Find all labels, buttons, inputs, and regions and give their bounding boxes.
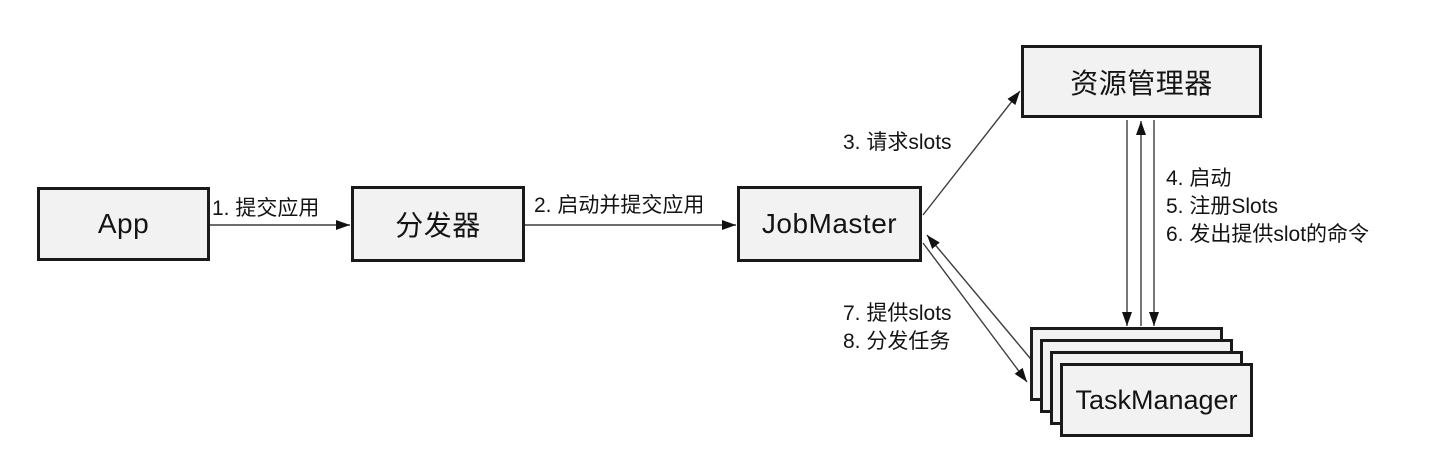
node-app: App xyxy=(37,187,210,261)
node-resource-manager: 资源管理器 xyxy=(1021,45,1262,118)
node-dispatcher: 分发器 xyxy=(351,186,525,262)
edge-label-register-slots: 5. 注册Slots xyxy=(1166,195,1279,218)
node-app-label: App xyxy=(97,208,150,239)
edge-label-start: 4. 启动 xyxy=(1166,167,1232,190)
arrow-7-tm-to-jobmaster xyxy=(926,234,1041,371)
edge-label-request-slots: 3. 请求slots xyxy=(843,131,952,154)
edge-label-dispatch-tasks: 8. 分发任务 xyxy=(843,330,951,353)
node-taskmanager: TaskManager xyxy=(1060,363,1253,437)
edge-label-start-and-submit-app: 2. 启动并提交应用 xyxy=(534,194,705,217)
edge-label-offer-slot-command: 6. 发出提供slot的命令 xyxy=(1166,223,1370,246)
edge-label-rm-taskmanager: 4. 启动 5. 注册Slots 6. 发出提供slot的命令 xyxy=(1166,165,1369,249)
node-jobmaster-label: JobMaster xyxy=(761,208,898,239)
node-dispatcher-label: 分发器 xyxy=(395,210,481,241)
arrow-3-jobmaster-to-rm xyxy=(922,90,1021,216)
node-jobmaster: JobMaster xyxy=(737,186,922,262)
edge-label-jobmaster-taskmanager: 7. 提供slots 8. 分发任务 xyxy=(843,300,952,356)
node-resource-manager-label: 资源管理器 xyxy=(1070,67,1213,99)
edge-label-offer-slots: 7. 提供slots xyxy=(843,302,952,325)
arrow-8-jobmaster-to-tm xyxy=(922,242,1028,383)
edge-label-submit-app: 1. 提交应用 xyxy=(212,197,320,220)
node-taskmanager-label: TaskManager xyxy=(1075,384,1238,415)
